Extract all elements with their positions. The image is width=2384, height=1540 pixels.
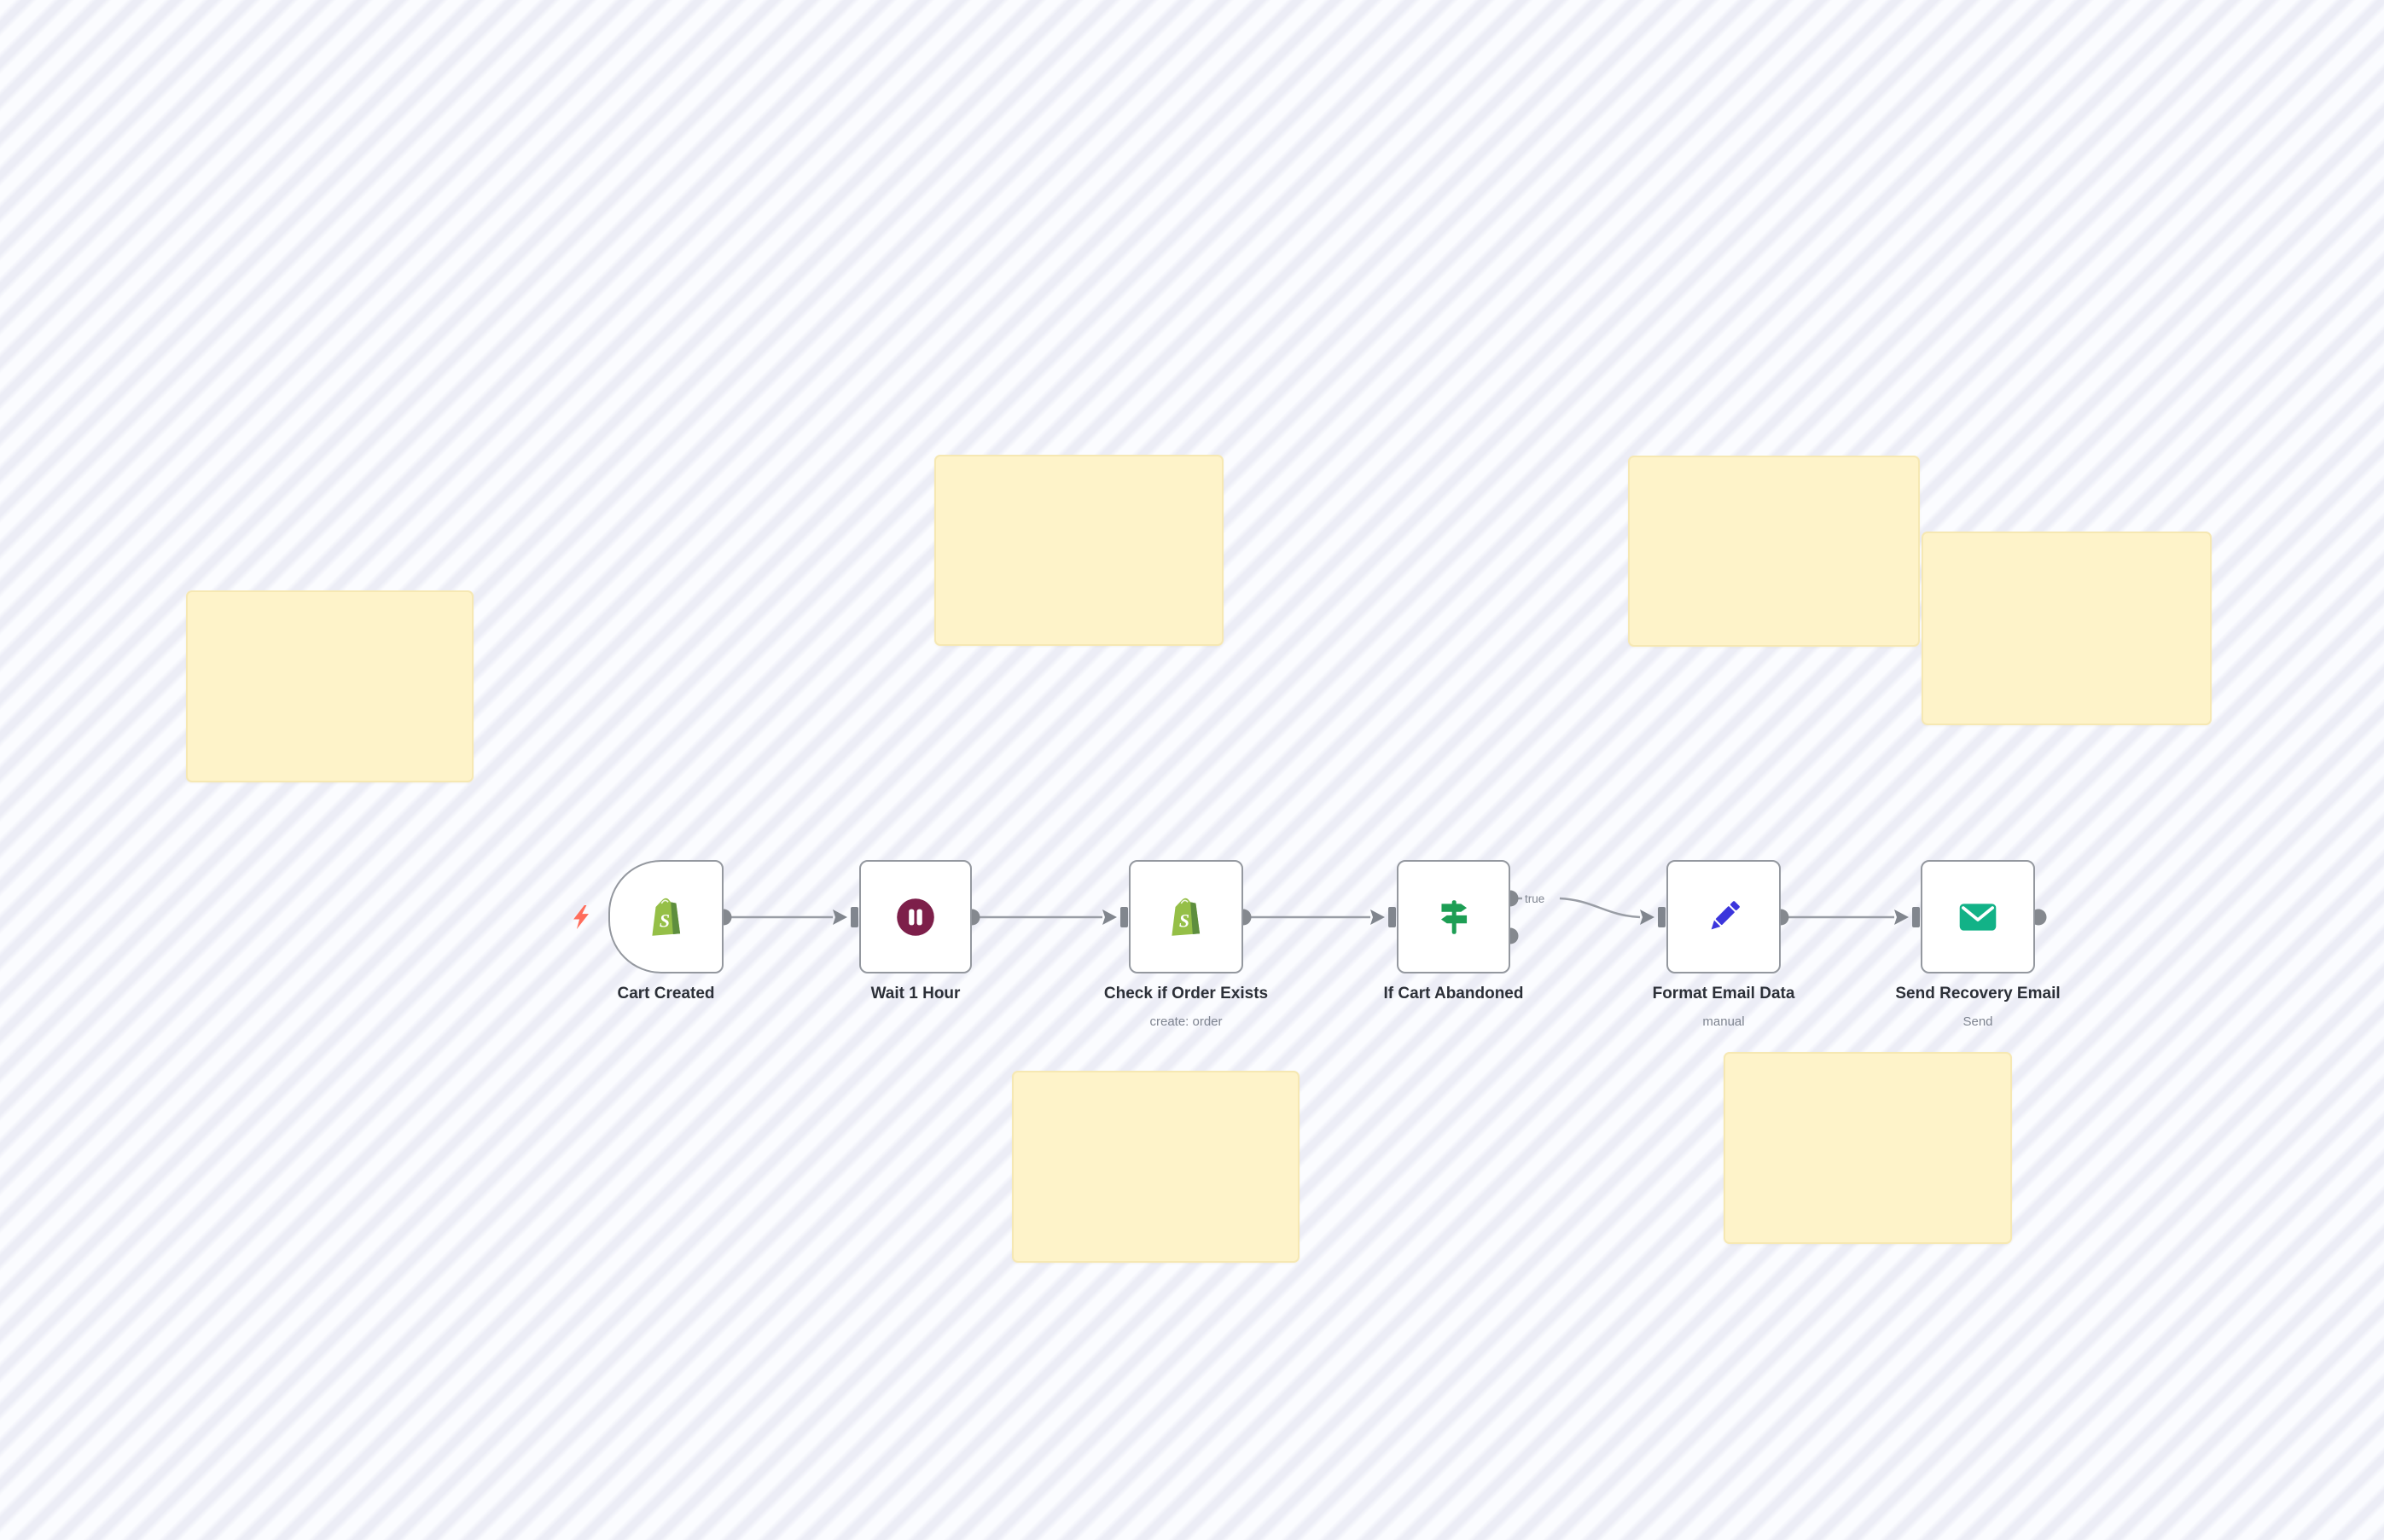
input-port[interactable] — [1388, 907, 1396, 927]
sticky-note[interactable] — [186, 590, 474, 782]
node-if-cart-abandoned[interactable]: If Cart Abandoned — [1384, 860, 1523, 1002]
node-wait-1-hour[interactable]: Wait 1 Hour — [859, 860, 972, 1002]
connection-arrowhead — [833, 909, 847, 925]
pause-icon — [897, 898, 934, 936]
input-port[interactable] — [1658, 907, 1666, 927]
node-cart-created[interactable]: S Cart Created — [608, 860, 724, 1002]
node-format-email-data[interactable]: Format Email Data manual — [1653, 860, 1794, 1029]
connection-arrowhead — [1102, 909, 1117, 925]
sticky-note[interactable] — [1628, 456, 1920, 647]
connection-arrowhead — [1370, 909, 1385, 925]
node-title: If Cart Abandoned — [1383, 985, 1524, 1002]
input-port[interactable] — [1120, 907, 1128, 927]
connection-arrowhead — [1640, 909, 1654, 925]
node-subtitle: Send — [1962, 1014, 1993, 1029]
node-send-recovery-email[interactable]: Send Recovery Email Send — [1895, 860, 2061, 1029]
sticky-note[interactable] — [1012, 1071, 1300, 1263]
envelope-icon — [1959, 903, 1997, 931]
node-title: Format Email Data — [1652, 985, 1795, 1002]
svg-text:S: S — [659, 910, 669, 931]
pencil-icon — [1711, 900, 1740, 929]
connection[interactable] — [1559, 897, 1641, 919]
connection-label-true: true — [1525, 892, 1544, 905]
sticky-note[interactable] — [1724, 1052, 2012, 1244]
shopify-icon: S — [1172, 898, 1201, 936]
node-title: Send Recovery Email — [1895, 985, 2061, 1002]
node-title: Check if Order Exists — [1103, 985, 1269, 1002]
node-subtitle: create: order — [1149, 1014, 1223, 1029]
lightning-bolt-icon — [573, 905, 589, 929]
input-port[interactable] — [851, 907, 858, 927]
input-port[interactable] — [1912, 907, 1920, 927]
signpost-icon — [1440, 899, 1467, 934]
sticky-note[interactable] — [934, 455, 1224, 646]
shopify-icon: S — [651, 898, 680, 936]
svg-text:S: S — [1179, 910, 1189, 931]
sticky-note[interactable] — [1922, 532, 2212, 725]
node-title: Wait 1 Hour — [870, 985, 961, 1002]
node-title: Cart Created — [617, 985, 715, 1002]
node-subtitle: manual — [1702, 1014, 1745, 1029]
node-check-if-order-exists[interactable]: S Check if Order Exists create: order — [1104, 860, 1268, 1029]
connection-arrowhead — [1894, 909, 1909, 925]
